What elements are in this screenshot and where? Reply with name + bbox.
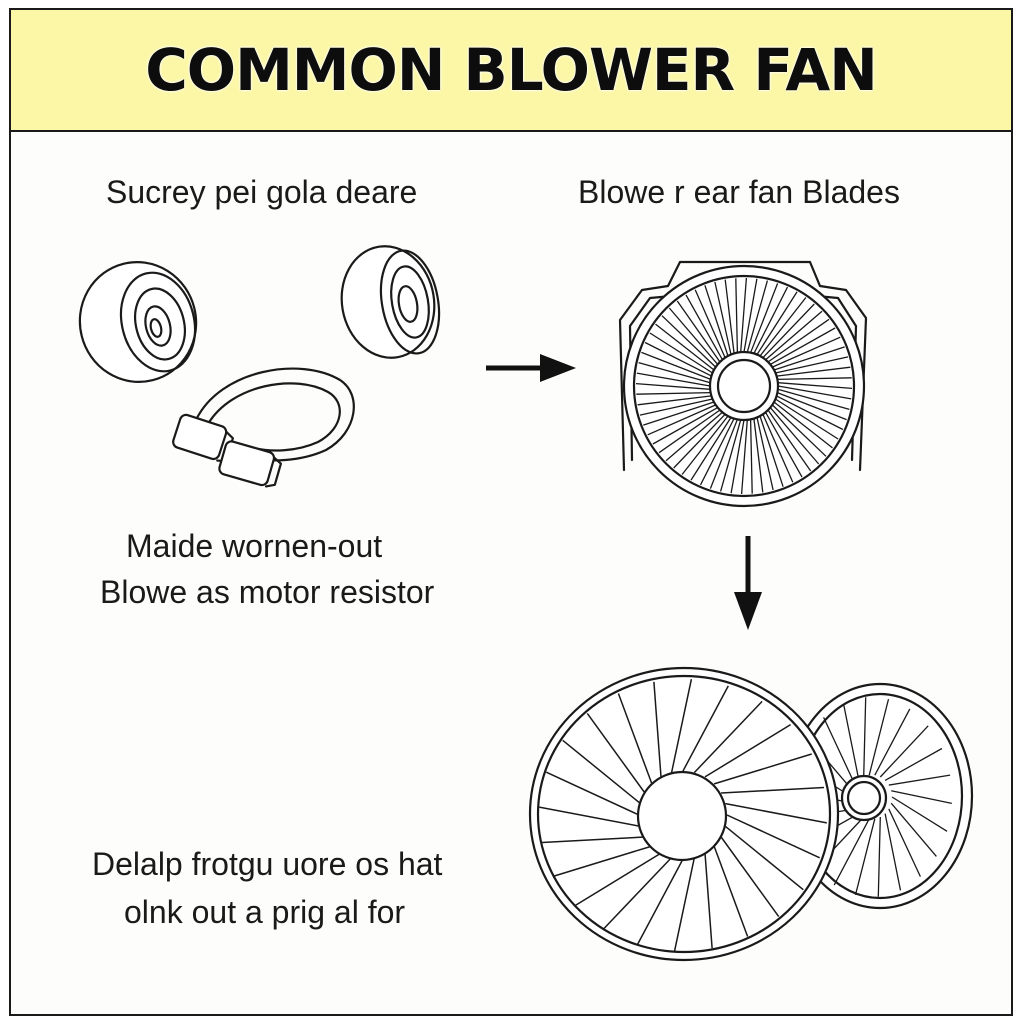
horseshoe-clamp-icon	[172, 367, 355, 488]
right-arrow-icon	[486, 354, 576, 382]
page-title: COMMON BLOWER FAN	[145, 36, 878, 104]
label-motor-line1: Maide wornen-out	[126, 528, 383, 564]
fan-housing-icon	[618, 260, 868, 508]
label-fan-blades: Blowe r ear fan Blades	[578, 174, 900, 210]
title-banner: COMMON BLOWER FAN	[11, 10, 1011, 132]
roller-wheel-icon	[340, 245, 441, 359]
down-arrow-icon	[734, 536, 762, 630]
label-motor-line2: Blowe as motor resistor	[100, 574, 435, 610]
roller-wheel-icon	[78, 261, 198, 383]
fan-blade-disc-icon	[786, 682, 974, 910]
fan-blade-disc-icon	[528, 666, 840, 962]
label-bottom-line1: Delalp frotgu uore os hat	[92, 846, 443, 882]
label-bottom-line2: olnk out a prig al for	[124, 894, 406, 930]
label-parts: Sucrey pei gola deare	[106, 174, 418, 210]
diagram-frame: COMMON BLOWER FAN	[9, 8, 1013, 1016]
